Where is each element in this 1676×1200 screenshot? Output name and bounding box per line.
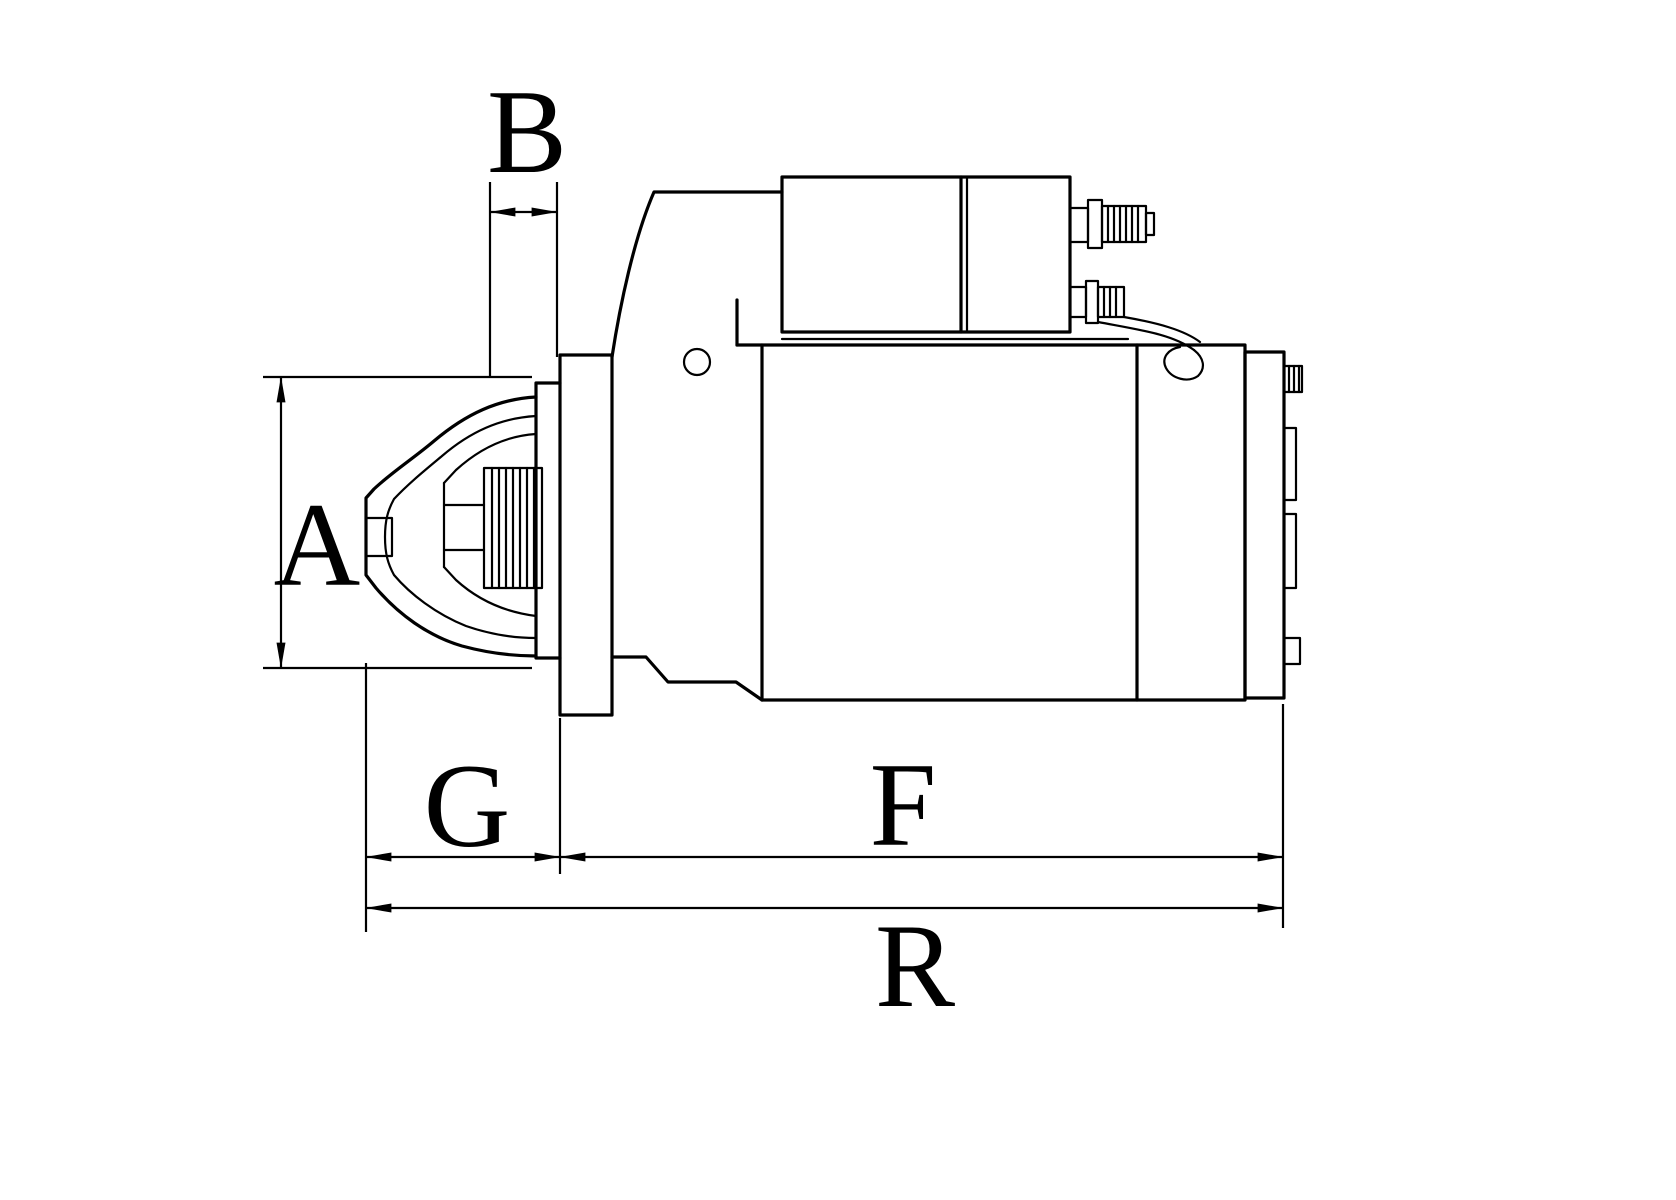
dimension-label-a: A xyxy=(274,478,361,611)
solenoid-terminal-upper xyxy=(1068,198,1156,250)
dimension-label-r: R xyxy=(875,899,955,1032)
solenoid-terminal-lower xyxy=(1068,279,1126,325)
cone-upper xyxy=(442,432,538,485)
lever-boss xyxy=(364,516,394,558)
pinion-gear-teeth xyxy=(490,466,536,590)
dimension-label-f: F xyxy=(870,738,937,871)
dimension-R: R xyxy=(365,899,1284,1032)
end-cap-stud-bottom xyxy=(1282,636,1302,666)
terminal-thread-hatch-2 xyxy=(1102,285,1118,319)
dimension-F: F xyxy=(559,738,1284,871)
brush-band-upper xyxy=(1282,426,1298,502)
bracket-bottom-contour xyxy=(610,655,764,702)
bracket-top-contour xyxy=(610,190,784,359)
pinion-gear xyxy=(482,466,544,590)
motor-body xyxy=(760,343,1247,702)
dimension-A: A xyxy=(263,375,532,670)
mounting-flange xyxy=(558,353,614,717)
bell-housing-outer xyxy=(364,395,538,658)
solenoid xyxy=(780,175,1130,341)
dimension-G: G xyxy=(365,739,561,872)
end-cap xyxy=(1243,350,1304,700)
dimension-label-g: G xyxy=(424,739,511,872)
dimension-label-b: B xyxy=(487,65,567,198)
motor-outline xyxy=(364,175,1304,717)
solenoid-cable xyxy=(1096,315,1204,381)
dimension-B: B xyxy=(487,65,567,377)
bell-housing-inner xyxy=(383,414,538,640)
cone-lower xyxy=(442,565,538,618)
bracket-hole xyxy=(682,347,712,377)
bell-mounting-face xyxy=(534,381,562,660)
terminal-thread-hatch xyxy=(1106,204,1140,244)
end-cap-stud-hatch xyxy=(1287,364,1301,394)
brush-band-lower xyxy=(1282,512,1298,590)
cable-boot xyxy=(1163,345,1204,381)
